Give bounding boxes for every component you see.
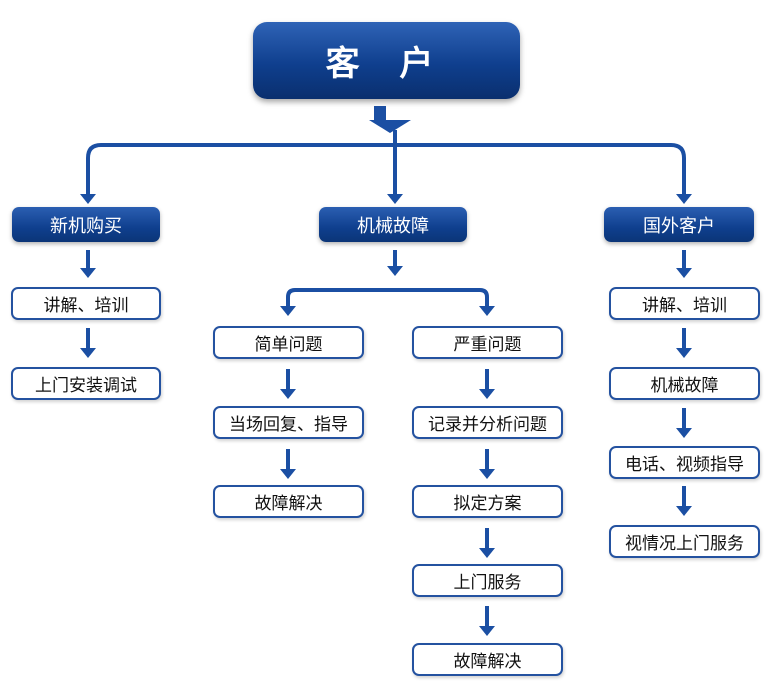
minor-issue-box: 简单问题	[213, 326, 364, 359]
foreign-step-3: 电话、视频指导	[609, 446, 760, 479]
serious-issue-box: 严重问题	[412, 326, 563, 359]
category-mechanical-failure: 机械故障	[319, 207, 467, 242]
category-foreign-customer: 国外客户	[604, 207, 754, 242]
category-new-purchase: 新机购买	[12, 207, 160, 242]
arrowhead-foreign	[676, 194, 692, 204]
arrowhead-mechanical	[387, 194, 403, 204]
root-arrowhead	[369, 120, 411, 133]
foreign-step-1: 讲解、培训	[609, 287, 760, 320]
top-bus-line	[86, 143, 686, 196]
foreign-step-2: 机械故障	[609, 367, 760, 400]
new-purchase-step-1: 讲解、培训	[11, 287, 161, 320]
root-customer: 客 户	[253, 22, 520, 99]
serious-issue-step-1: 记录并分析问题	[412, 406, 563, 439]
serious-issue-step-2: 拟定方案	[412, 485, 563, 518]
minor-issue-step-1: 当场回复、指导	[213, 406, 364, 439]
minor-issue-step-2: 故障解决	[213, 485, 364, 518]
foreign-step-4: 视情况上门服务	[609, 525, 760, 558]
serious-issue-step-3: 上门服务	[412, 564, 563, 597]
serious-issue-step-4: 故障解决	[412, 643, 563, 676]
new-purchase-step-2: 上门安装调试	[11, 367, 161, 400]
arrowhead-new-purchase	[80, 194, 96, 204]
